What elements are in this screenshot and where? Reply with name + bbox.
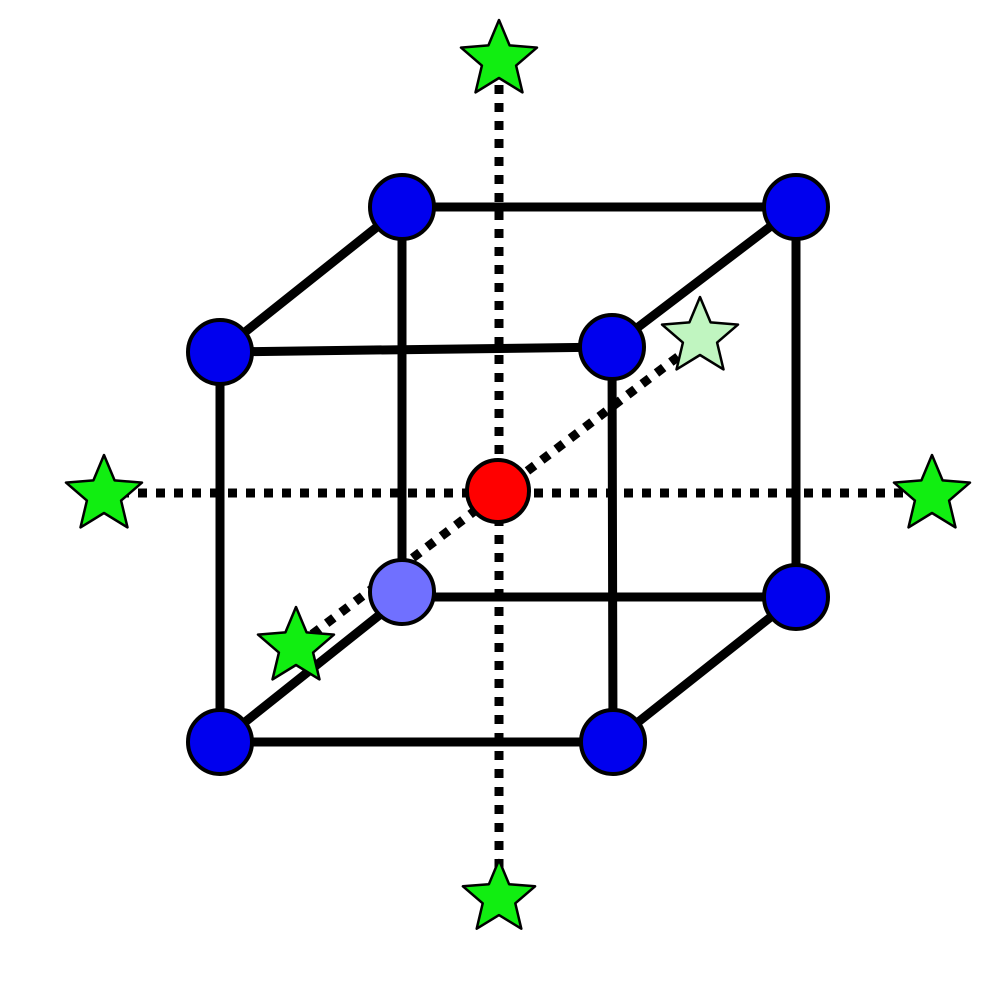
center-node xyxy=(465,458,531,524)
axis-end-stars xyxy=(64,18,972,930)
corner-nodes xyxy=(186,173,830,776)
corner-node xyxy=(579,708,647,776)
cube-edge xyxy=(215,342,617,357)
cube-edge xyxy=(608,592,801,747)
star-icon-faded xyxy=(660,295,740,371)
corner-node-back xyxy=(368,558,436,626)
cube-edge xyxy=(215,202,407,357)
star-icon xyxy=(256,605,336,681)
cube-edge xyxy=(607,202,801,352)
corner-node xyxy=(762,563,830,631)
corner-node xyxy=(762,173,830,241)
star-icon xyxy=(892,453,972,529)
corner-node xyxy=(578,313,646,381)
cube-edge xyxy=(607,342,618,747)
star-icon xyxy=(64,453,144,529)
corner-node xyxy=(186,318,254,386)
star-icon xyxy=(461,858,537,930)
star-icon xyxy=(459,18,539,94)
corner-node xyxy=(368,173,436,241)
corner-node xyxy=(186,708,254,776)
